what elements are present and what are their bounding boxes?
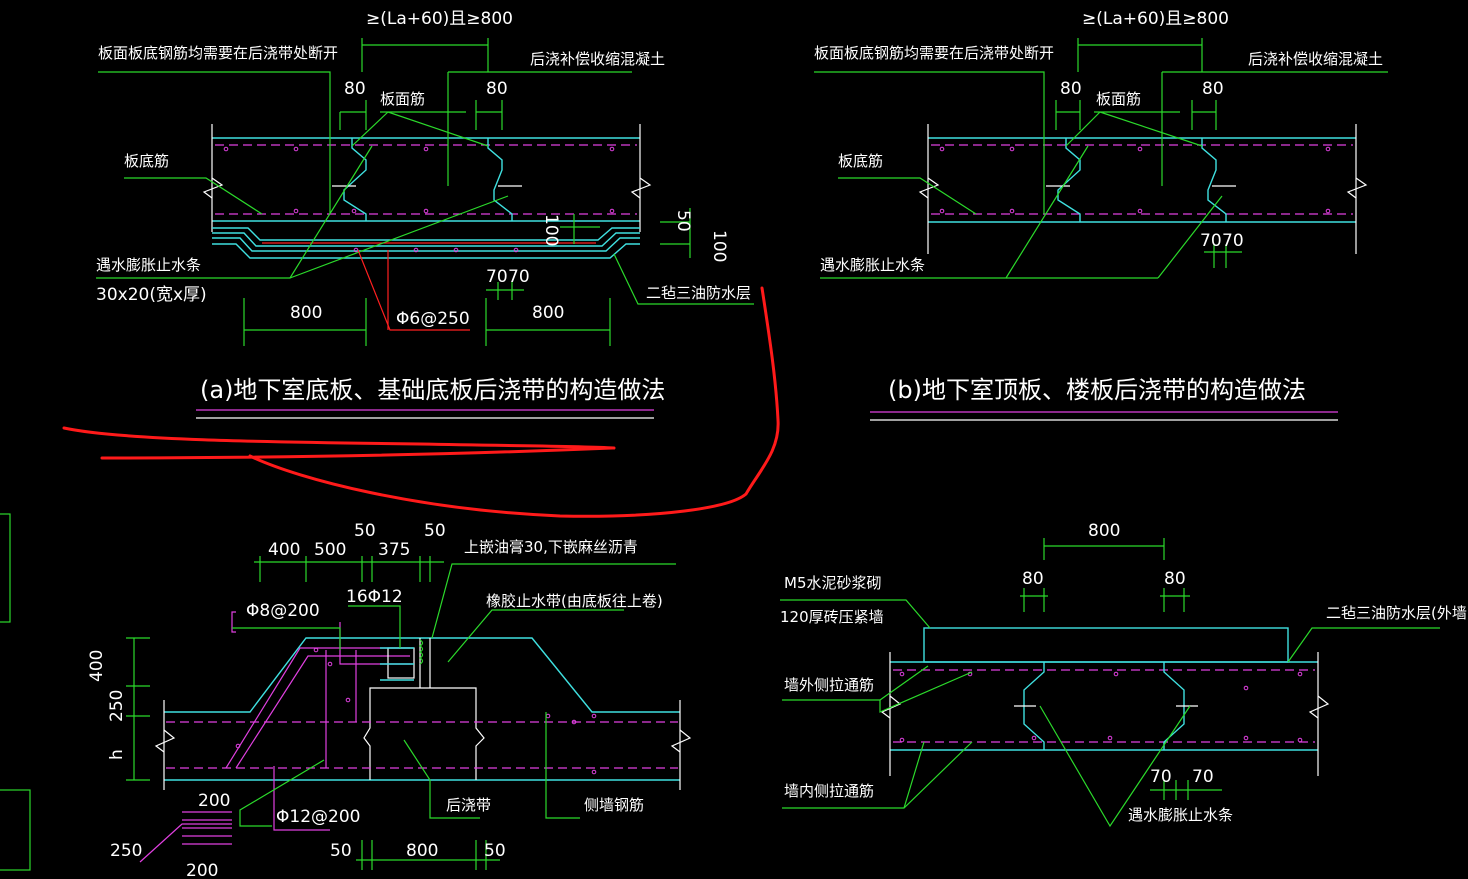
c-bdim-800: 800 [406,841,438,861]
c-dim-50-a: 50 [354,521,376,541]
red-markup-annotation [62,286,780,518]
b-note-break: 板面板底钢筋均需要在后浇带处断开 [814,44,1054,62]
a-dim-70-b: 70 [508,267,530,287]
a-note-break: 板面板底钢筋均需要在后浇带处断开 [98,44,338,62]
a-dim-100-a: 100 [541,214,561,246]
a-dim-50: 50 [673,210,693,232]
a-top-bar-label: 板面筋 [380,90,425,108]
d-brick-label: 120厚砖压紧墙 [780,608,884,626]
a-top-dim: ≥(La+60)且≥800 [366,9,513,29]
a-dim-800-left: 800 [290,303,322,323]
b-top-bar-label: 板面筋 [1096,90,1141,108]
b-dim-80-right: 80 [1202,79,1224,99]
panel-b-labels: ≥(La+60)且≥800 板面板底钢筋均需要在后浇带处断开 后浇补偿收缩混凝土… [814,9,1383,404]
b-dim-70-a: 70 [1200,231,1222,251]
d-membrane-label: 二毡三油防水层(外墙) [1326,604,1468,622]
edge-fragments [0,513,31,871]
a-dim-800-right: 800 [532,303,564,323]
d-dim-800: 800 [1088,521,1120,541]
b-title: (b)地下室顶板、楼板后浇带的构造做法 [888,376,1306,404]
c-vdim-h: h [107,749,127,760]
c-bar-16phi12: 16Φ12 [346,587,403,607]
b-top-dim: ≥(La+60)且≥800 [1082,9,1229,29]
d-waterstop-label: 遇水膨胀止水条 [1128,806,1233,824]
a-note-concrete: 后浇补偿收缩混凝土 [530,50,665,68]
a-waterstop-label: 遇水膨胀止水条 [96,256,201,274]
a-bottom-bar-label: 板底筋 [124,152,169,170]
a-dim-100-b: 100 [709,230,729,262]
d-brick-wall [923,627,1289,663]
c-bar-phi8: Φ8@200 [246,601,320,621]
a-rebar-label: Φ6@250 [396,309,470,329]
panel-a-labels: ≥(La+60)且≥800 板面板底钢筋均需要在后浇带处断开 后浇补偿收缩混凝土… [96,9,751,404]
b-note-concrete: 后浇补偿收缩混凝土 [1248,50,1383,68]
a-dim-80-left: 80 [344,79,366,99]
c-bdim-50-b: 50 [484,841,506,861]
a-dim-70-a: 70 [486,267,508,287]
a-waterstop-size: 30x20(宽x厚) [96,285,207,305]
c-note-top: 上嵌油膏30,下嵌麻丝沥青 [464,538,638,556]
c-dim-400: 400 [268,540,300,560]
d-dim-70-b: 70 [1192,767,1214,787]
d-inner-bars-label: 墙内侧拉通筋 [784,782,874,800]
c-dim-375: 375 [378,540,410,560]
c-dim-200-b: 200 [186,861,218,879]
c-dim-500: 500 [314,540,346,560]
panel-c-wall-joint-detail [126,556,692,870]
c-post-cast-label: 后浇带 [446,796,491,814]
c-dim-200-a: 200 [198,791,230,811]
c-dim-50-b: 50 [424,521,446,541]
d-dim-80-b: 80 [1164,569,1186,589]
c-bdim-50-a: 50 [330,841,352,861]
panel-a-basement-slab-detail [96,38,754,419]
b-dim-70-b: 70 [1222,231,1244,251]
c-side-bars-label: 侧墙钢筋 [584,796,644,814]
c-vdim-250: 250 [107,690,127,722]
d-outer-bars-label: 墙外侧拉通筋 [784,676,874,694]
panel-d-exterior-wall-detail [780,538,1440,828]
d-dim-80-a: 80 [1022,569,1044,589]
panel-b-roof-slab-detail [814,38,1388,421]
d-mortar-label: M5水泥砂浆砌 [784,574,882,592]
b-waterstop-label: 遇水膨胀止水条 [820,256,925,274]
a-membrane-label: 二毡三油防水层 [646,284,751,302]
panel-d-labels: 800 80 80 M5水泥砂浆砌 120厚砖压紧墙 二毡三油防水层(外墙) 墙… [780,521,1468,824]
b-dim-80-left: 80 [1060,79,1082,99]
b-bottom-bar-label: 板底筋 [838,152,883,170]
c-rubber-stop: 橡胶止水带(由底板往上卷) [486,592,663,610]
d-dim-70-a: 70 [1150,767,1172,787]
a-title: (a)地下室底板、基础底板后浇带的构造做法 [200,376,665,404]
c-vdim-400: 400 [87,650,107,682]
a-dim-80-right: 80 [486,79,508,99]
c-bar-phi12: Φ12@200 [276,807,360,827]
c-dim-250: 250 [110,841,142,861]
panel-c-labels: 400 500 50 375 50 上嵌油膏30,下嵌麻丝沥青 Φ8@200 1… [87,521,663,879]
